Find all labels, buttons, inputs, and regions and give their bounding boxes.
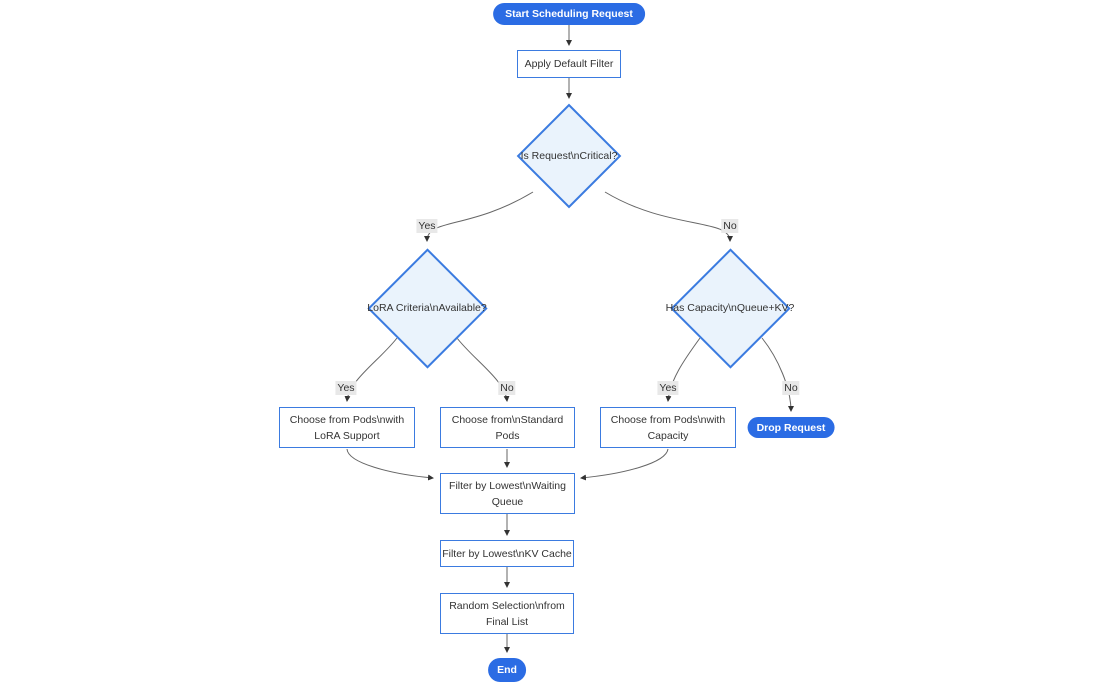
node-has-capacity-label: Has Capacity\nQueue+KV?: [665, 302, 795, 314]
node-choose-standard-pods-line1: Choose from\nStandard: [451, 413, 564, 426]
node-lora-criteria-label: LoRA Criteria\nAvailable?: [367, 302, 487, 314]
node-choose-capacity-pods: Choose from Pods\nwith Capacity: [600, 407, 736, 448]
node-choose-capacity-pods-line2: Capacity: [647, 429, 689, 442]
node-filter-waiting-queue-line2: Queue: [491, 495, 524, 508]
edge-label-capacity-no: No: [782, 381, 800, 395]
edge-critical-no-to-capacity: [604, 191, 733, 242]
node-choose-lora-pods-line1: Choose from Pods\nwith: [289, 413, 405, 426]
node-filter-waiting-queue: Filter by Lowest\nWaiting Queue: [440, 473, 575, 514]
node-choose-capacity-pods-line1: Choose from Pods\nwith: [610, 413, 726, 426]
node-choose-lora-pods: Choose from Pods\nwith LoRA Support: [279, 407, 415, 448]
edge-label-critical-no: No: [721, 219, 739, 233]
edge-label-lora-yes: Yes: [335, 381, 357, 395]
node-choose-standard-pods-line2: Pods: [495, 429, 520, 442]
edge-capacity-pods-to-filter-queue: [580, 448, 669, 481]
node-start: Start Scheduling Request: [493, 3, 645, 25]
node-random-selection-line1: Random Selection\nfrom: [449, 599, 565, 612]
node-start-label: Start Scheduling Request: [505, 8, 633, 20]
node-choose-lora-pods-line2: LoRA Support: [314, 429, 380, 442]
node-end: End: [488, 658, 526, 682]
node-filter-kv-cache: Filter by Lowest\nKV Cache: [440, 540, 574, 567]
node-drop-request-label: Drop Request: [756, 421, 826, 434]
node-random-selection: Random Selection\nfrom Final List: [440, 593, 574, 634]
node-filter-kv-cache-label: Filter by Lowest\nKV Cache: [442, 547, 572, 560]
node-filter-waiting-queue-line1: Filter by Lowest\nWaiting: [449, 479, 566, 492]
edge-label-lora-no: No: [498, 381, 516, 395]
node-is-critical-label: Is Request\nCritical?: [520, 150, 618, 162]
edge-capacity-no-to-drop: [761, 337, 794, 412]
node-random-selection-line2: Final List: [485, 615, 528, 628]
edge-label-capacity-yes: Yes: [657, 381, 679, 395]
node-choose-standard-pods: Choose from\nStandard Pods: [440, 407, 575, 448]
node-apply-default-filter: Apply Default Filter: [517, 50, 621, 78]
edge-lora-pods-to-filter-queue: [346, 448, 434, 481]
edge-critical-yes-to-lora: [424, 191, 534, 242]
node-apply-default-filter-label: Apply Default Filter: [524, 58, 614, 70]
node-end-label: End: [497, 664, 517, 676]
edge-capacity-yes-to-capacity-pods: [665, 337, 701, 402]
node-drop-request: Drop Request: [747, 417, 835, 438]
edge-label-critical-yes: Yes: [416, 219, 438, 233]
